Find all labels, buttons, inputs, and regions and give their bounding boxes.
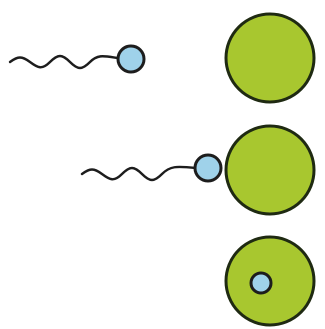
stage-contact — [82, 126, 314, 214]
sperm-head-1 — [118, 46, 144, 72]
nucleus-inside — [251, 273, 271, 293]
sperm-tail-2 — [82, 167, 196, 180]
sperm-tail-1 — [10, 56, 118, 68]
stage-fertilized — [226, 237, 314, 325]
sperm-head-2 — [195, 155, 221, 181]
egg-cell-2 — [226, 126, 314, 214]
egg-cell-1 — [226, 14, 314, 102]
stage-approach — [10, 14, 314, 102]
